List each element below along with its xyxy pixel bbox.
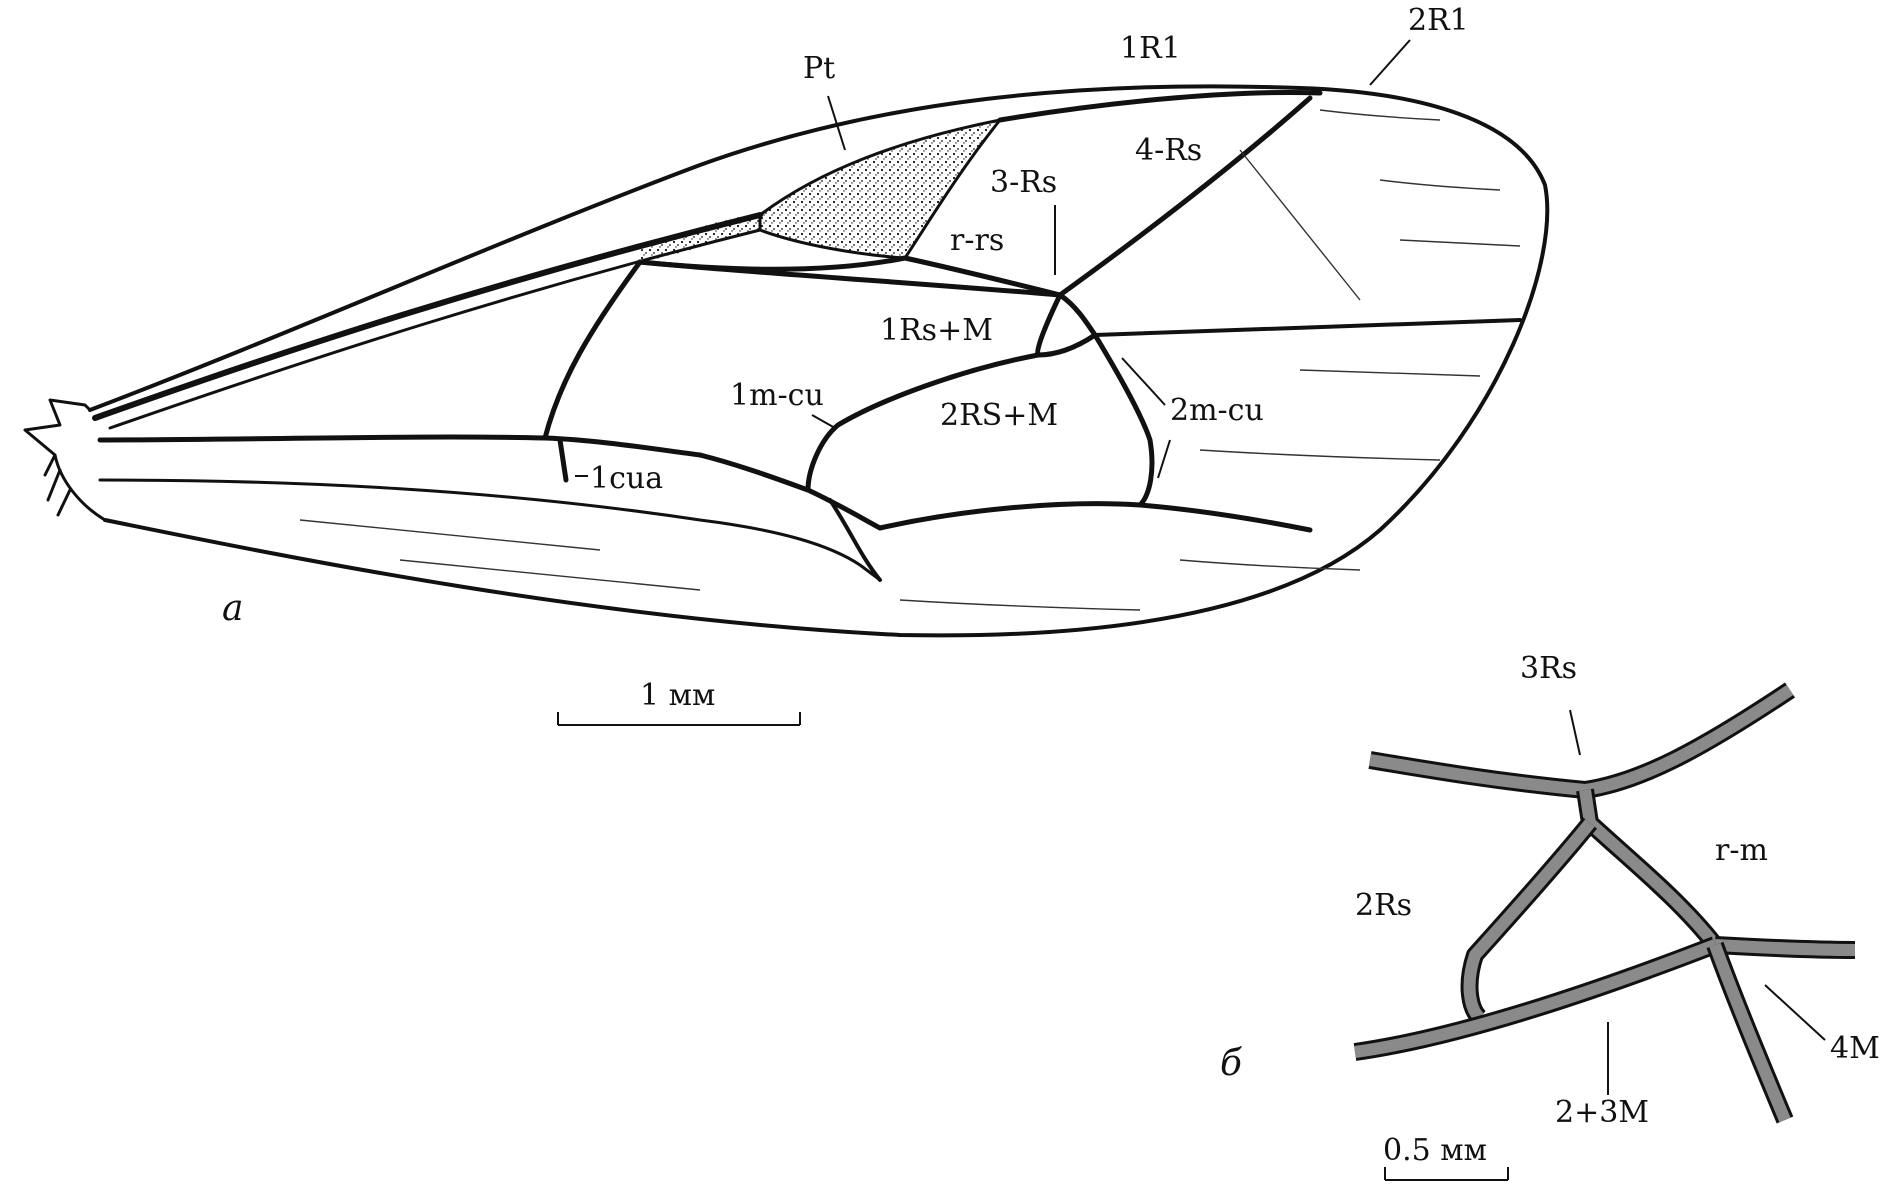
wing-outline: [88, 84, 1550, 638]
rs-lower: [637, 259, 1063, 298]
radius-r1-vein: [997, 89, 1323, 123]
panel-a-letter: a: [222, 588, 243, 629]
anal-vein: [98, 478, 882, 582]
costa-vein: [92, 212, 763, 421]
leader-4m: [1764, 984, 1826, 1041]
leader-pt: [827, 95, 846, 151]
2rs-m-vein: [805, 352, 1041, 493]
leader-1m-cu: [811, 414, 836, 429]
label-1r1: 1R1: [1120, 31, 1181, 66]
scale-bar-b: 0.5 мм: [1383, 1133, 1509, 1181]
scale-bar-a: 1 мм: [557, 678, 801, 726]
pterostigma: [758, 117, 1004, 260]
stigma-base-shading: [640, 215, 760, 262]
basal-vein: [542, 259, 643, 441]
label-4m: 4M: [1830, 1031, 1880, 1066]
label-2rs-detail: 2Rs: [1355, 888, 1412, 923]
label-pt: Pt: [803, 51, 835, 86]
label-2rs-m: 2RS+M: [940, 398, 1058, 433]
leader-2r1: [1369, 39, 1411, 86]
scale-a-label: 1 мм: [640, 678, 715, 713]
cubitus-vein: [697, 452, 883, 531]
subcosta-vein: [108, 228, 762, 430]
panel-a-wing: Pt 1R1 2R1 4-Rs 3-Rs r-rs 1Rs+M 1m-cu 2R…: [23, 3, 1550, 726]
label-4rs: 4-Rs: [1135, 133, 1202, 168]
2mcu-vein: [1092, 332, 1155, 508]
cua-lower-vein: [828, 498, 882, 582]
panel-b-letter: б: [1220, 1043, 1243, 1084]
cu-outer-vein: [877, 501, 1313, 533]
leader-2m-cu-b: [1157, 439, 1171, 479]
label-3rs-detail: 3Rs: [1520, 651, 1577, 686]
media-cubitus-stem: [97, 434, 703, 458]
label-rm: r-m: [1715, 833, 1768, 868]
label-1rs-m: 1Rs+M: [880, 313, 993, 348]
leader-3rs-detail: [1569, 709, 1581, 756]
m-vein-outer: [1093, 318, 1522, 337]
panel-b-detail: 3Rs r-m 2Rs 4M 2+3M б 0.5 мм: [1220, 651, 1880, 1181]
label-2-3m: 2+3M: [1555, 1095, 1649, 1130]
membrane-texture: [299, 109, 1521, 611]
label-2r1: 2R1: [1408, 3, 1469, 38]
wing-base: [23, 398, 107, 522]
3rs-vein: [902, 255, 1063, 298]
label-2m-cu: 2m-cu: [1170, 393, 1264, 428]
4rs-vein: [1057, 95, 1313, 298]
leader-2m-cu-a: [1121, 357, 1166, 406]
label-1cua: 1cua: [590, 461, 663, 496]
scale-b-label: 0.5 мм: [1383, 1133, 1487, 1168]
detail-veins: [1353, 682, 1856, 1124]
1rs-m-cell: [1035, 292, 1098, 358]
label-rrs: r-rs: [950, 223, 1004, 258]
label-3rs: 3-Rs: [990, 165, 1057, 200]
label-1m-cu: 1m-cu: [730, 378, 824, 413]
1cua-vein: [557, 437, 569, 483]
